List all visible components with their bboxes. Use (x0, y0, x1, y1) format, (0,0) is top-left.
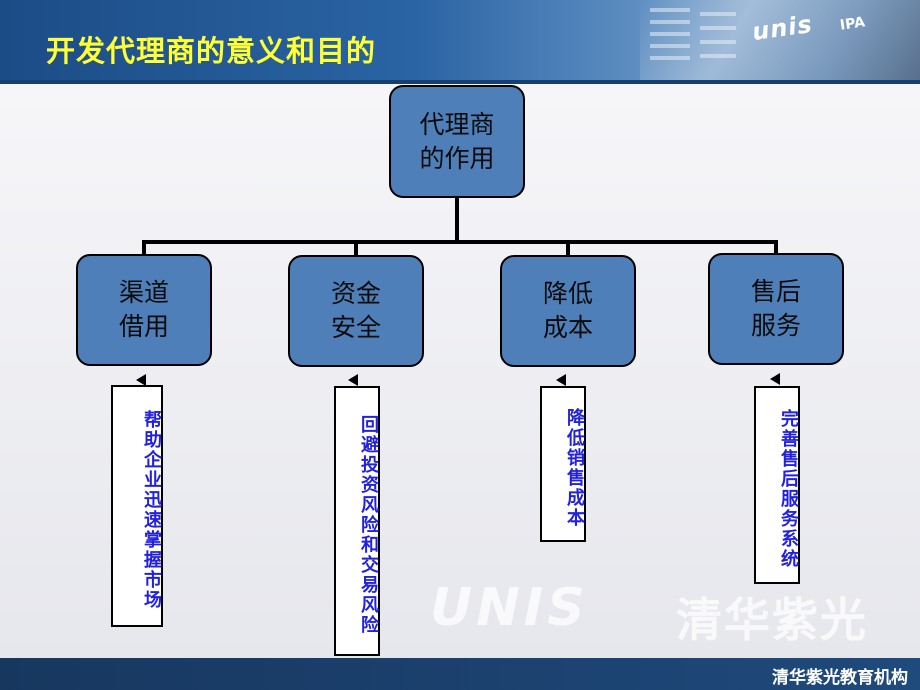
child-4-line-1: 售后 (750, 277, 801, 306)
note-cost: 降低销售成本 (540, 386, 586, 542)
note-4-pointer-icon (770, 373, 780, 385)
child-node-channel: 渠道借用 (76, 254, 212, 366)
child-1-line-2: 借用 (118, 312, 169, 341)
header-banner: 开发代理商的意义和目的 unis IPA (0, 0, 920, 80)
building-photo: unis IPA (640, 0, 920, 80)
child-node-service: 售后服务 (708, 253, 844, 365)
watermark-logo: UNIS (430, 578, 589, 638)
root-node: 代理商的作用 (389, 85, 525, 198)
child-node-cost: 降低成本 (500, 255, 636, 367)
footer-bar: 清华紫光教育机构 (0, 658, 920, 690)
connector-horizontal (142, 240, 778, 244)
building-sign: IPA (839, 14, 867, 34)
watermark-name: 清华紫光 (676, 593, 868, 647)
child-4-line-2: 服务 (750, 311, 801, 340)
note-1-pointer-icon (136, 374, 146, 386)
page-title: 开发代理商的意义和目的 (46, 34, 377, 68)
root-line-2: 的作用 (419, 143, 495, 173)
connector-child-4 (774, 240, 778, 255)
note-funds: 回避投资风险和交易风险 (334, 386, 380, 656)
footer-org-name: 清华紫光教育机构 (772, 668, 908, 688)
note-3-pointer-icon (556, 374, 566, 386)
unis-logo: unis (750, 9, 815, 47)
child-2-line-1: 资金 (330, 279, 381, 308)
child-2-line-2: 安全 (330, 313, 381, 342)
note-channel: 帮助企业迅速掌握市场 (111, 385, 163, 627)
child-1-line-1: 渠道 (118, 278, 169, 307)
child-3-line-1: 降低 (542, 279, 593, 308)
header-divider (0, 80, 920, 84)
connector-child-3 (566, 240, 570, 257)
note-service: 完善售后服务系统 (754, 386, 800, 584)
connector-child-1 (142, 240, 146, 256)
connector-root-down (455, 196, 459, 242)
child-node-funds: 资金安全 (288, 255, 424, 367)
connector-child-2 (354, 240, 358, 257)
root-line-1: 代理商 (419, 109, 495, 139)
note-2-pointer-icon (348, 374, 358, 386)
child-3-line-2: 成本 (542, 313, 593, 342)
